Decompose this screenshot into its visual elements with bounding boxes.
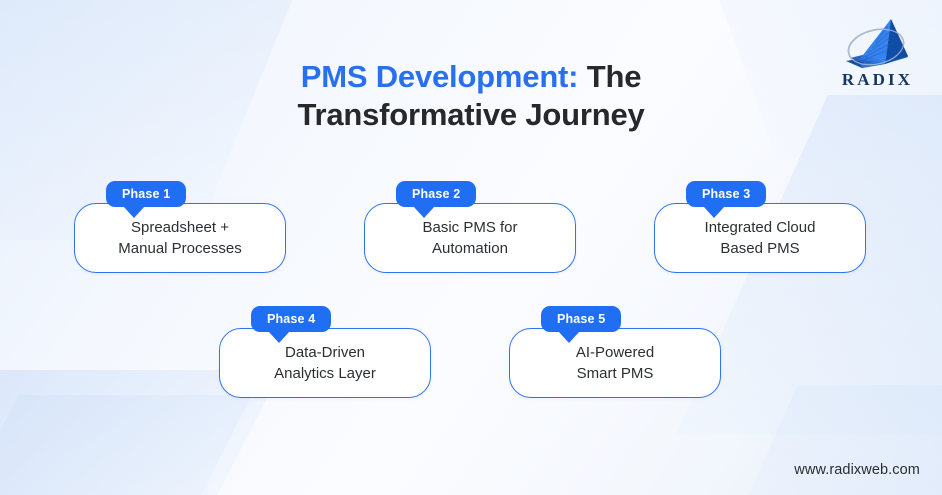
brand-logo: RADIX — [824, 14, 928, 94]
phase-label-2-line-2: Automation — [432, 240, 508, 257]
background-shape-bottom-right — [686, 385, 942, 495]
phase-label-4-line-1: Data-Driven — [284, 344, 366, 361]
phase-card-body-3[interactable]: Integrated Cloud Based PMS — [654, 203, 866, 273]
phase-card-body-2[interactable]: Basic PMS for Automation — [364, 203, 576, 273]
page-title: PMS Development: The Transformative Jour… — [0, 58, 942, 134]
background-shape-bottom-left-2 — [0, 395, 269, 495]
phase-label-5-line-1: AI-Powered — [575, 344, 655, 361]
phase-badge-2: Phase 2 — [396, 181, 477, 218]
phase-card-body-4[interactable]: Data-Driven Analytics Layer — [219, 328, 431, 398]
footer-website-url[interactable]: www.radixweb.com — [794, 462, 920, 478]
phase-label-1-line-1: Spreadsheet + — [131, 219, 229, 236]
phase-badge-4: Phase 4 — [251, 306, 332, 343]
phase-label-3-line-1: Integrated Cloud — [704, 219, 816, 236]
phase-label-1-line-2: Manual Processes — [118, 240, 242, 257]
phase-badge-5: Phase 5 — [541, 306, 622, 343]
phase-label-2-line-1: Basic PMS for — [422, 219, 518, 236]
phase-badge-3: Phase 3 — [686, 181, 767, 218]
title-line-2: Transformative Journey — [297, 97, 645, 132]
title-accent: PMS Development: — [300, 59, 579, 94]
phase-label-4-line-2: Analytics Layer — [274, 365, 376, 382]
radix-pyramid-logo-icon — [846, 19, 908, 68]
phase-badge-1: Phase 1 — [106, 181, 187, 218]
brand-wordmark: RADIX — [841, 70, 914, 89]
phase-label-3-line-2: Based PMS — [720, 240, 800, 257]
phase-card-body-5[interactable]: AI-Powered Smart PMS — [509, 328, 721, 398]
phase-label-5-line-2: Smart PMS — [576, 365, 654, 382]
title-rest: The — [578, 59, 642, 94]
phase-card-body-1[interactable]: Spreadsheet + Manual Processes — [74, 203, 286, 273]
